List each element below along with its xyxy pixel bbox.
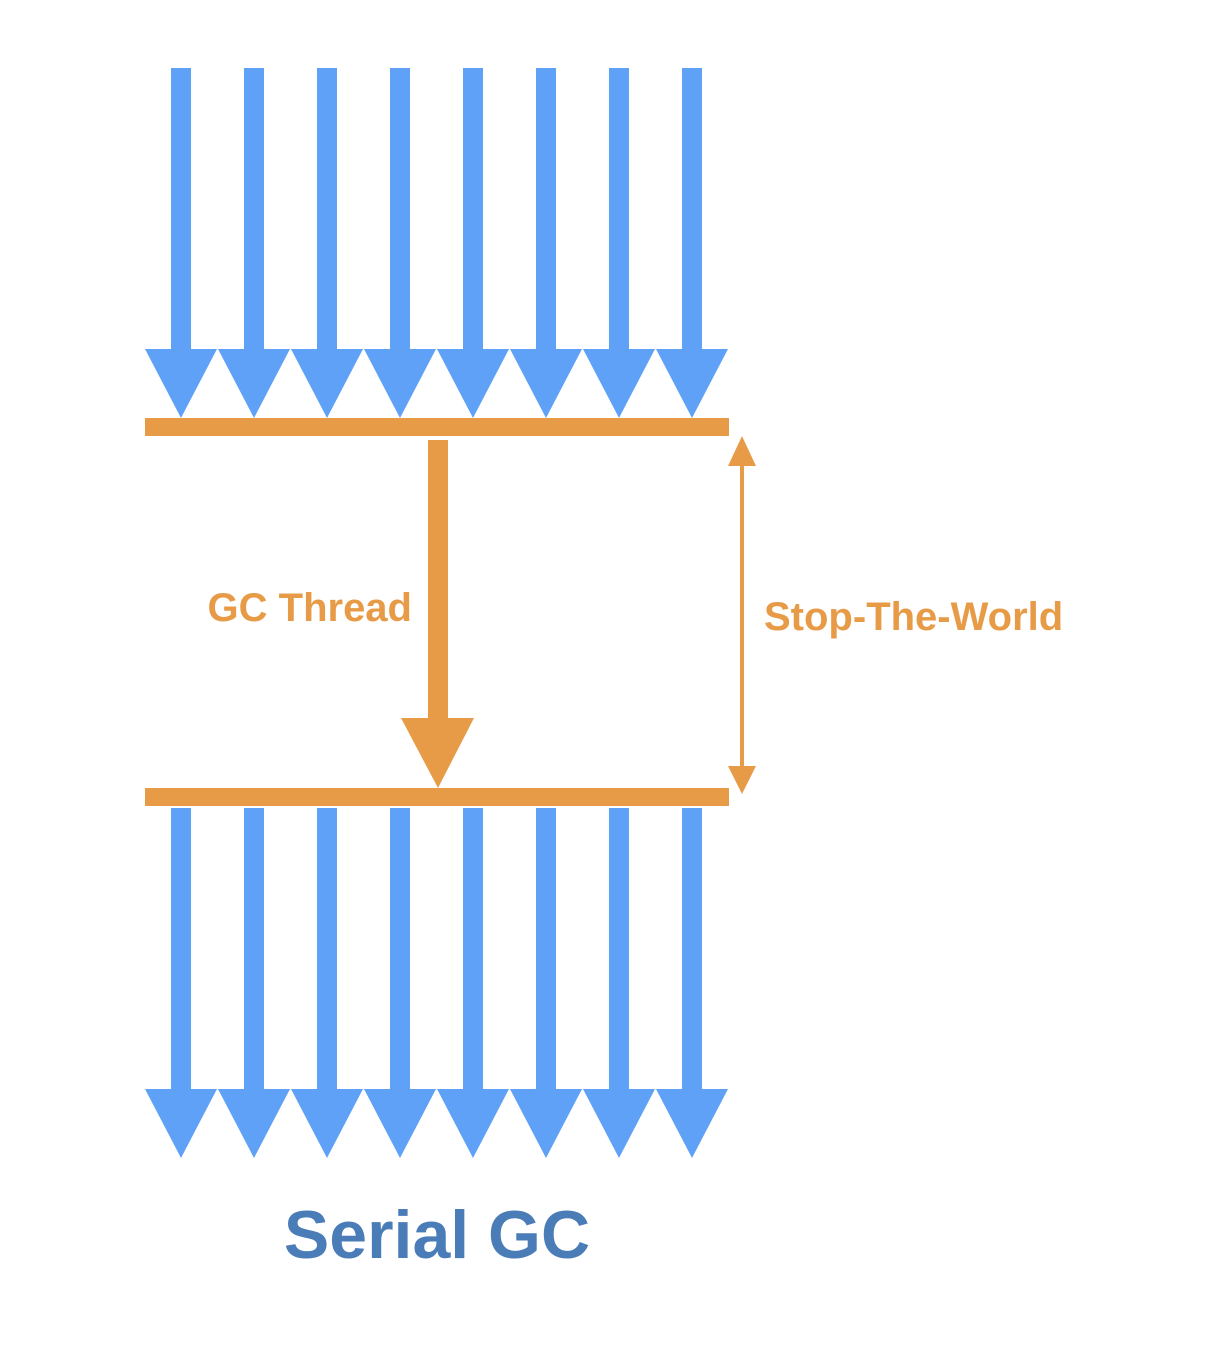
app-thread-arrow-bottom bbox=[291, 808, 363, 1158]
app-thread-arrow-top bbox=[218, 68, 290, 418]
app-thread-arrow-bottom bbox=[656, 808, 728, 1158]
gc-thread-arrow bbox=[401, 440, 474, 788]
app-thread-arrow-bottom bbox=[218, 808, 290, 1158]
app-thread-arrow-top bbox=[364, 68, 436, 418]
app-thread-arrow-bottom bbox=[583, 808, 655, 1158]
safepoint-start-bar bbox=[145, 418, 729, 436]
app-thread-arrow-top bbox=[510, 68, 582, 418]
app-thread-arrow-top bbox=[656, 68, 728, 418]
app-thread-arrow-top bbox=[437, 68, 509, 418]
app-thread-arrow-top bbox=[145, 68, 217, 418]
stop-the-world-double-arrow bbox=[728, 436, 756, 794]
app-thread-arrow-bottom bbox=[364, 808, 436, 1158]
app-thread-arrow-top bbox=[583, 68, 655, 418]
gc-thread-label: GC Thread bbox=[208, 586, 412, 630]
app-thread-arrow-bottom bbox=[145, 808, 217, 1158]
app-threads-before-gc bbox=[145, 68, 728, 418]
app-thread-arrow-bottom bbox=[437, 808, 509, 1158]
stop-the-world-label: Stop-The-World bbox=[764, 595, 1063, 639]
safepoint-end-bar bbox=[145, 788, 729, 806]
diagram-title: Serial GC bbox=[284, 1197, 590, 1273]
app-thread-arrow-bottom bbox=[510, 808, 582, 1158]
app-thread-arrow-top bbox=[291, 68, 363, 418]
app-threads-after-gc bbox=[145, 808, 728, 1158]
